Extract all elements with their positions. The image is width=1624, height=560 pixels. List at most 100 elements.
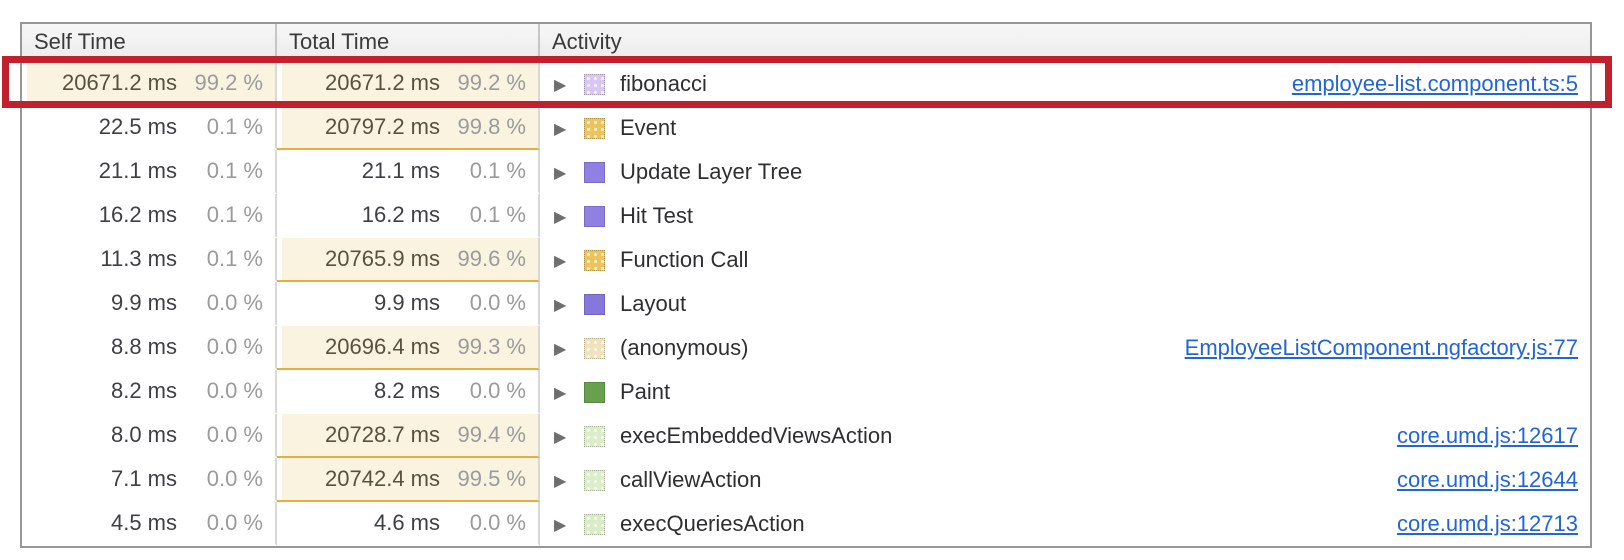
total-time-value: 20671.2 ms	[325, 70, 440, 96]
source-location-link[interactable]: core.umd.js:12617	[1397, 423, 1578, 449]
self-time-value: 16.2 ms	[99, 202, 177, 228]
expand-triangle-icon[interactable]: ▶	[554, 515, 584, 534]
activity-label: execEmbeddedViewsAction	[620, 423, 892, 449]
self-time-percent: 0.0 %	[177, 378, 263, 404]
self-time-value: 4.5 ms	[111, 510, 177, 536]
column-header-label: Self Time	[34, 29, 126, 55]
total-time-value: 20728.7 ms	[325, 422, 440, 448]
expand-triangle-icon[interactable]: ▶	[554, 295, 584, 314]
total-time-value: 4.6 ms	[374, 510, 440, 536]
table-row[interactable]: 8.8 ms 0.0 % 20696.4 ms 99.3 % ▶ (anonym…	[22, 326, 1590, 370]
activity-category-swatch-icon	[584, 338, 605, 359]
table-body: 20671.2 ms 99.2 % 20671.2 ms 99.2 % ▶ fi…	[22, 62, 1590, 546]
source-location-link[interactable]: core.umd.js:12644	[1397, 467, 1578, 493]
table-row[interactable]: 9.9 ms 0.0 % 9.9 ms 0.0 % ▶ Layout	[22, 282, 1590, 326]
bottom-up-table: Self Time Total Time Activity 20671.2 ms…	[20, 22, 1592, 548]
expand-triangle-icon[interactable]: ▶	[554, 471, 584, 490]
self-time-cell: 22.5 ms 0.1 %	[22, 106, 277, 150]
self-time-percent: 0.0 %	[177, 334, 263, 360]
expand-triangle-icon[interactable]: ▶	[554, 383, 584, 402]
activity-label: Hit Test	[620, 203, 693, 229]
column-header-activity[interactable]: Activity	[540, 24, 1590, 60]
self-time-cell: 11.3 ms 0.1 %	[22, 238, 277, 282]
total-time-cell: 20696.4 ms 99.3 %	[277, 326, 540, 370]
total-time-value: 9.9 ms	[374, 290, 440, 316]
expand-triangle-icon[interactable]: ▶	[554, 75, 584, 94]
total-time-cell: 20797.2 ms 99.8 %	[277, 106, 540, 150]
total-time-cell: 20671.2 ms 99.2 %	[277, 62, 540, 106]
activity-cell: ▶ Function Call	[540, 238, 1590, 282]
self-time-value: 9.9 ms	[111, 290, 177, 316]
table-row[interactable]: 16.2 ms 0.1 % 16.2 ms 0.1 % ▶ Hit Test	[22, 194, 1590, 238]
source-location-link[interactable]: EmployeeListComponent.ngfactory.js:77	[1185, 335, 1578, 361]
self-time-percent: 0.1 %	[177, 114, 263, 140]
expand-triangle-icon[interactable]: ▶	[554, 339, 584, 358]
table-row[interactable]: 7.1 ms 0.0 % 20742.4 ms 99.5 % ▶ callVie…	[22, 458, 1590, 502]
total-time-value: 16.2 ms	[362, 202, 440, 228]
total-time-percent: 0.1 %	[440, 202, 526, 228]
self-time-cell: 8.0 ms 0.0 %	[22, 414, 277, 458]
activity-label: (anonymous)	[620, 335, 748, 361]
activity-label: Event	[620, 115, 676, 141]
total-time-percent: 0.1 %	[440, 158, 526, 184]
self-time-percent: 0.0 %	[177, 466, 263, 492]
expand-triangle-icon[interactable]: ▶	[554, 119, 584, 138]
self-time-value: 21.1 ms	[99, 158, 177, 184]
source-location-link[interactable]: employee-list.component.ts:5	[1292, 71, 1578, 97]
total-time-value: 20696.4 ms	[325, 334, 440, 360]
self-time-value: 8.2 ms	[111, 378, 177, 404]
total-time-percent: 99.5 %	[440, 466, 526, 492]
activity-label: fibonacci	[620, 71, 707, 97]
activity-cell: ▶ execQueriesAction core.umd.js:12713	[540, 502, 1590, 546]
expand-triangle-icon[interactable]: ▶	[554, 427, 584, 446]
total-time-percent: 99.4 %	[440, 422, 526, 448]
table-header-row: Self Time Total Time Activity	[22, 24, 1590, 62]
total-time-value: 20742.4 ms	[325, 466, 440, 492]
activity-label: Update Layer Tree	[620, 159, 802, 185]
total-time-cell: 9.9 ms 0.0 %	[277, 282, 540, 326]
self-time-cell: 9.9 ms 0.0 %	[22, 282, 277, 326]
total-time-cell: 20765.9 ms 99.6 %	[277, 238, 540, 282]
self-time-percent: 0.0 %	[177, 510, 263, 536]
activity-cell: ▶ Layout	[540, 282, 1590, 326]
activity-category-swatch-icon	[584, 382, 605, 403]
total-time-cell: 20742.4 ms 99.5 %	[277, 458, 540, 502]
self-time-cell: 16.2 ms 0.1 %	[22, 194, 277, 238]
total-time-value: 20765.9 ms	[325, 246, 440, 272]
expand-triangle-icon[interactable]: ▶	[554, 163, 584, 182]
activity-cell: ▶ Hit Test	[540, 194, 1590, 238]
activity-category-swatch-icon	[584, 74, 605, 95]
table-row[interactable]: 8.2 ms 0.0 % 8.2 ms 0.0 % ▶ Paint	[22, 370, 1590, 414]
activity-cell: ▶ execEmbeddedViewsAction core.umd.js:12…	[540, 414, 1590, 458]
total-time-value: 8.2 ms	[374, 378, 440, 404]
activity-cell: ▶ Update Layer Tree	[540, 150, 1590, 194]
expand-triangle-icon[interactable]: ▶	[554, 251, 584, 270]
activity-cell: ▶ callViewAction core.umd.js:12644	[540, 458, 1590, 502]
table-row[interactable]: 11.3 ms 0.1 % 20765.9 ms 99.6 % ▶ Functi…	[22, 238, 1590, 282]
column-header-label: Activity	[552, 29, 622, 55]
self-time-cell: 8.2 ms 0.0 %	[22, 370, 277, 414]
table-row[interactable]: 20671.2 ms 99.2 % 20671.2 ms 99.2 % ▶ fi…	[22, 62, 1590, 106]
total-time-cell: 8.2 ms 0.0 %	[277, 370, 540, 414]
total-time-percent: 99.2 %	[440, 70, 526, 96]
table-row[interactable]: 21.1 ms 0.1 % 21.1 ms 0.1 % ▶ Update Lay…	[22, 150, 1590, 194]
table-row[interactable]: 22.5 ms 0.1 % 20797.2 ms 99.8 % ▶ Event	[22, 106, 1590, 150]
self-time-value: 8.0 ms	[111, 422, 177, 448]
total-time-percent: 99.6 %	[440, 246, 526, 272]
activity-category-swatch-icon	[584, 206, 605, 227]
source-location-link[interactable]: core.umd.js:12713	[1397, 511, 1578, 537]
activity-label: Function Call	[620, 247, 748, 273]
table-row[interactable]: 8.0 ms 0.0 % 20728.7 ms 99.4 % ▶ execEmb…	[22, 414, 1590, 458]
self-time-percent: 99.2 %	[177, 70, 263, 96]
activity-category-swatch-icon	[584, 118, 605, 139]
expand-triangle-icon[interactable]: ▶	[554, 207, 584, 226]
self-time-percent: 0.1 %	[177, 246, 263, 272]
activity-cell: ▶ fibonacci employee-list.component.ts:5	[540, 62, 1590, 106]
table-row[interactable]: 4.5 ms 0.0 % 4.6 ms 0.0 % ▶ execQueriesA…	[22, 502, 1590, 546]
total-time-percent: 0.0 %	[440, 290, 526, 316]
column-header-self-time[interactable]: Self Time	[22, 24, 277, 60]
total-time-percent: 0.0 %	[440, 378, 526, 404]
activity-category-swatch-icon	[584, 426, 605, 447]
column-header-total-time[interactable]: Total Time	[277, 24, 540, 60]
total-time-value: 21.1 ms	[362, 158, 440, 184]
